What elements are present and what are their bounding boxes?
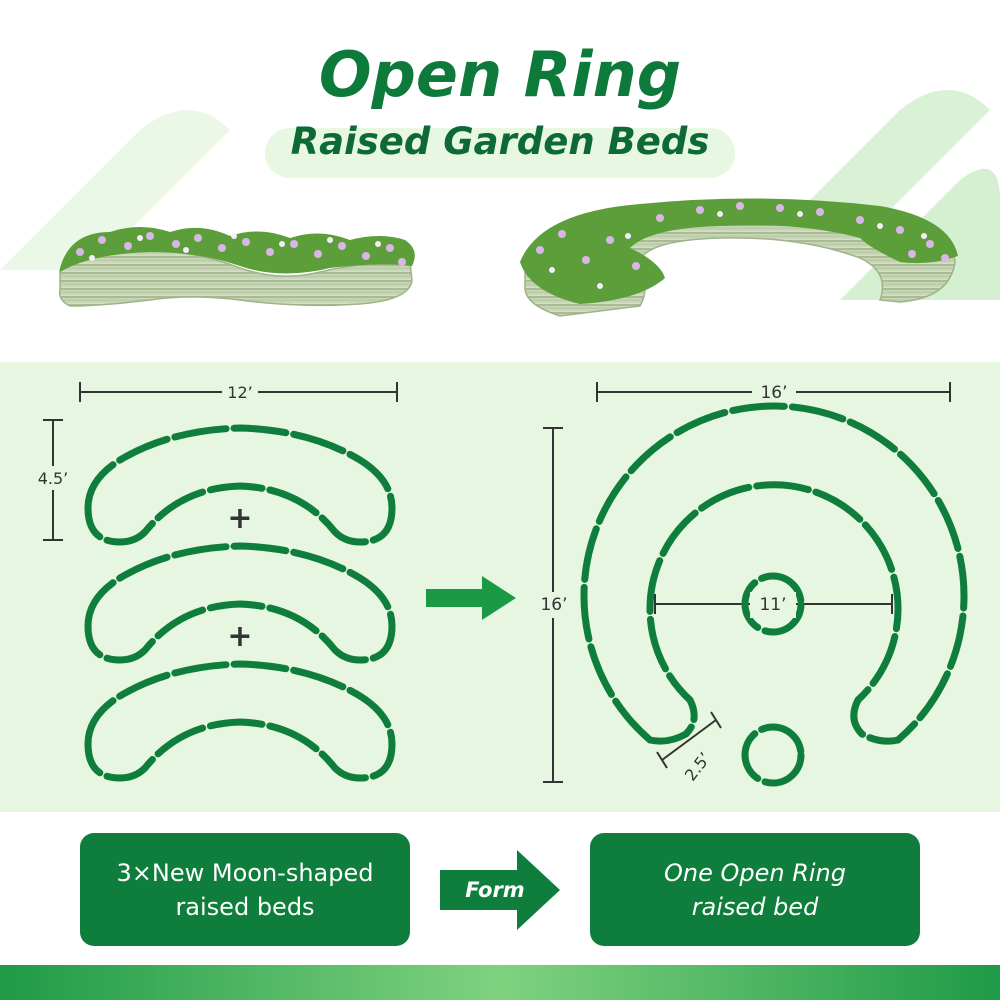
- form-label: Form: [465, 878, 525, 902]
- ring-height-label: 16’: [540, 595, 567, 615]
- open-ring-line-2: raised bed: [691, 892, 819, 921]
- ring-width-label: 16’: [760, 383, 787, 403]
- moon-beds-line-2: raised beds: [175, 892, 315, 921]
- center-circle-piece: [741, 572, 805, 636]
- form-arrow-icon: [440, 850, 560, 930]
- moon-bed-2: [84, 542, 396, 664]
- moon-planter-photo: [58, 227, 415, 307]
- bottom-bar: [0, 965, 1000, 1000]
- spare-circle-piece: [741, 723, 805, 787]
- moon-beds: [84, 424, 396, 782]
- page-subtitle: Raised Garden Beds: [290, 120, 710, 163]
- moon-height-label: 4.5’: [38, 469, 69, 488]
- plus-sign: +: [227, 619, 252, 654]
- open-ring-line-1: One Open Ring: [663, 858, 846, 887]
- diagram-panel: [0, 362, 1000, 812]
- moon-bed-1: [84, 424, 396, 546]
- open-ring-bed: [580, 402, 968, 787]
- plus-sign: +: [227, 501, 252, 536]
- ring-inner-label: 11’: [759, 595, 786, 615]
- open-ring-planter-photo: [520, 198, 958, 317]
- moon-bed-3: [84, 660, 396, 782]
- moon-width-label: 12’: [227, 383, 252, 402]
- page-title: Open Ring: [318, 38, 682, 111]
- moon-beds-line-1: 3×New Moon-shaped: [116, 858, 374, 887]
- right-arrow-icon: [426, 576, 516, 620]
- moon-beds-box: 3×New Moon-shaped raised beds: [80, 833, 410, 946]
- open-ring-box: One Open Ring raised bed: [590, 833, 920, 946]
